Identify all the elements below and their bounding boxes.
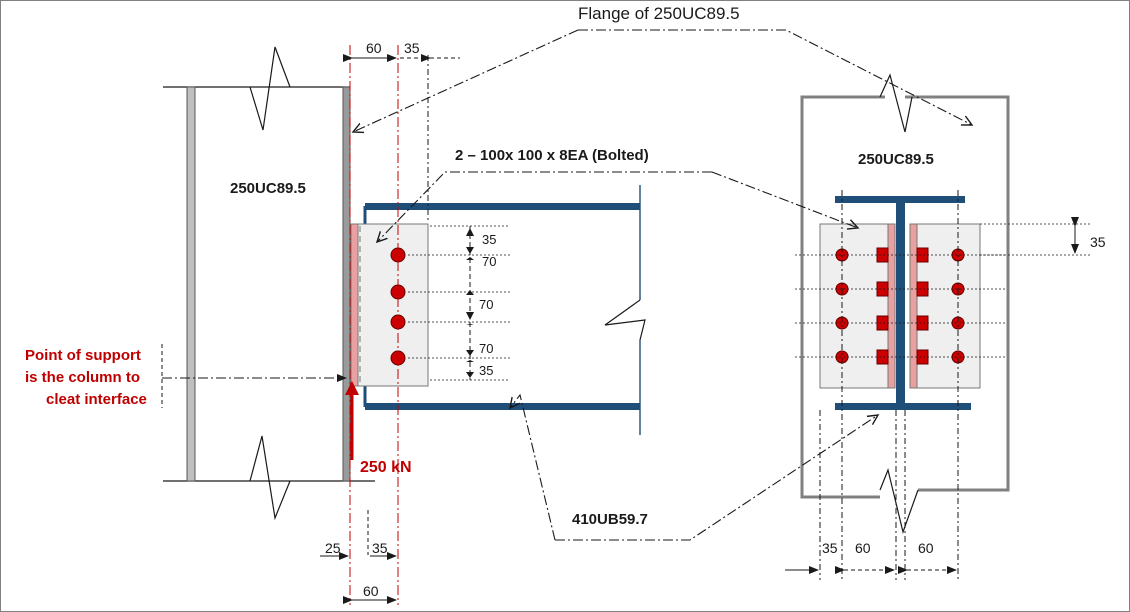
- dim-right-35: 35: [1090, 234, 1106, 250]
- dim-bottom-35: 35: [372, 540, 388, 556]
- support-label-line3: cleat interface: [46, 391, 147, 408]
- bolt-gridlines: [795, 223, 1090, 358]
- bottom-dimensions: 25 35 60: [320, 510, 397, 604]
- dim-rb-35: 35: [822, 540, 838, 556]
- column-elevation: 250UC89.5: [163, 46, 375, 521]
- beam-top-flange: [365, 203, 640, 210]
- beam-label: 410UB59.7: [572, 511, 648, 528]
- dim-bolt-70-b: 70: [479, 297, 493, 312]
- dim-top-35: 35: [404, 40, 420, 56]
- cleat-title: 2 – 100x 100 x 8EA (Bolted): [455, 147, 649, 164]
- flange-leader: [578, 29, 972, 125]
- cleat-leader: [377, 171, 712, 242]
- column-bottom-flange: [835, 403, 971, 410]
- beam-leader: [510, 393, 556, 541]
- right-dimension-35: 35: [1071, 217, 1106, 254]
- right-plan-view: 250UC89.5: [785, 73, 1106, 580]
- load-label: 250 kN: [360, 459, 412, 476]
- top-dimensions: 60 35: [343, 40, 460, 62]
- plan-bottom-dimensions: 35 60 60: [785, 540, 957, 574]
- load-arrow: 250 kN: [345, 381, 412, 476]
- dim-bolt-35-bot: 35: [479, 363, 493, 378]
- callouts: Flange of 250UC89.5 2 – 100x 100 x 8EA (…: [353, 4, 972, 541]
- column-label-left: 250UC89.5: [230, 180, 306, 197]
- column-web: [896, 203, 905, 403]
- beam-leader: [555, 415, 878, 541]
- dim-bolt-35-top: 35: [482, 232, 496, 247]
- dim-bottom-60: 60: [363, 583, 379, 599]
- dim-top-60: 60: [366, 40, 382, 56]
- flange-title: Flange of 250UC89.5: [578, 4, 740, 23]
- cleat-leg: [909, 223, 918, 389]
- bolt-pitch-dimensions: 35 70 70 70 35: [408, 225, 510, 381]
- cleat-leader: [711, 171, 858, 228]
- column-left-flange: [186, 86, 196, 482]
- left-elevation: 250UC89.5 60: [25, 40, 646, 605]
- cleat-leg: [350, 223, 359, 387]
- dim-bottom-25: 25: [325, 540, 341, 556]
- beam-bottom-flange: [365, 403, 640, 410]
- column-right-flange: [342, 86, 351, 482]
- cleat-elevation: [350, 223, 429, 387]
- cleat-leg: [887, 223, 896, 389]
- support-callout: Point of support is the column to cleat …: [25, 344, 347, 408]
- dim-bolt-70-c: 70: [479, 341, 493, 356]
- column-top-flange: [835, 196, 965, 203]
- plan-centre-lines: [819, 190, 959, 580]
- support-label-line2: is the column to: [25, 369, 140, 386]
- flange-leader: [353, 29, 579, 132]
- dim-bolt-70-a: 70: [482, 254, 496, 269]
- column-flange-outline: [800, 95, 885, 499]
- dim-rb-60-b: 60: [918, 540, 934, 556]
- column-label-right: 250UC89.5: [858, 151, 934, 168]
- dim-rb-60-a: 60: [855, 540, 871, 556]
- support-label-line1: Point of support: [25, 347, 141, 364]
